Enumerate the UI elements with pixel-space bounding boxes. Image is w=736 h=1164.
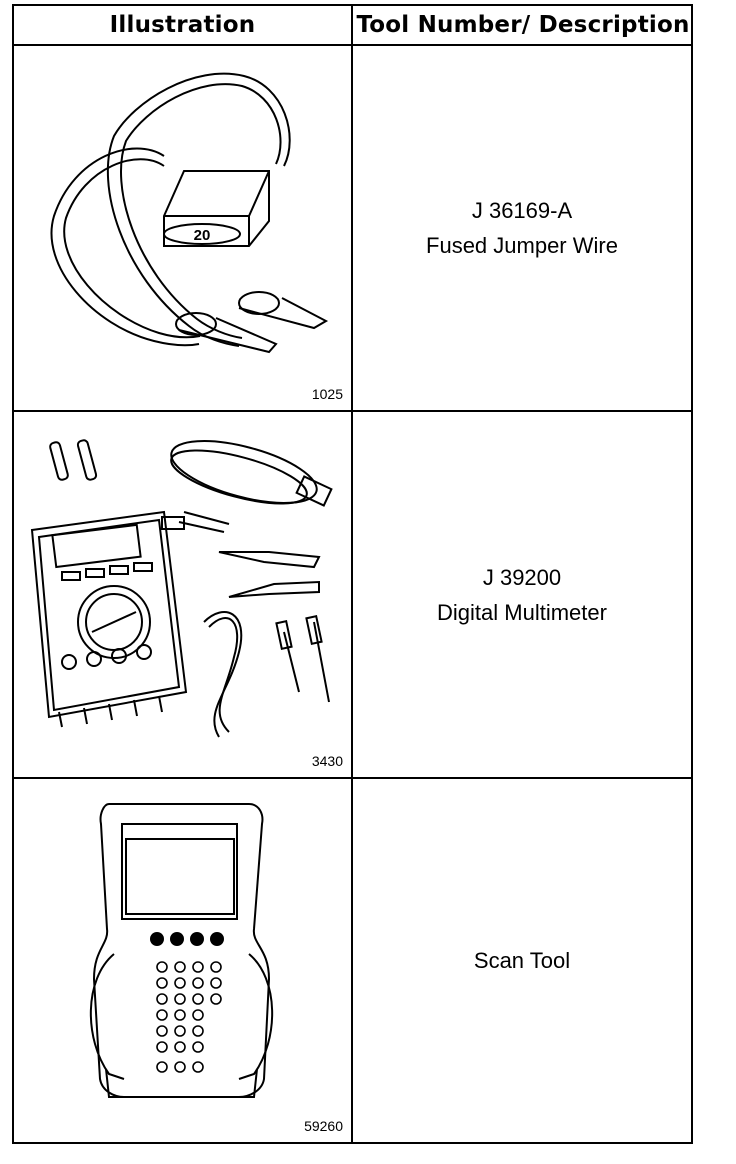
header-illustration: Illustration [109, 12, 256, 38]
figure-number: 1025 [311, 386, 343, 402]
fuse-rating-label: 20 [194, 227, 211, 244]
fused-jumper-wire-drawing: 20 [50, 72, 329, 354]
illustration-cell-scan-tool: 59260 [14, 779, 351, 1142]
tool-description: Digital Multimeter [437, 599, 607, 625]
tool-number: J 36169-A [471, 198, 573, 223]
tool-number: J 39200 [482, 564, 562, 590]
illustration-cell-multimeter: 3430 [14, 412, 351, 777]
description-cell-multimeter: J 39200 Digital Multimeter [353, 412, 691, 777]
row-divider [14, 777, 691, 779]
tool-description: Fused Jumper Wire [426, 233, 618, 258]
header-tool-number-description: Tool Number/ Description [356, 12, 690, 38]
column-divider [351, 6, 353, 1142]
figure-number: 59260 [304, 1118, 343, 1134]
description-cell-jumper-wire: J 36169-A Fused Jumper Wire [353, 46, 691, 410]
header-divider [14, 44, 691, 46]
description-cell-scan-tool: Scan Tool [353, 779, 691, 1142]
tool-description: Scan Tool [473, 948, 571, 973]
figure-number: 3430 [311, 753, 343, 769]
row-divider [14, 410, 691, 412]
tool-table: Illustration Tool Number/ Description [12, 4, 693, 1144]
illustration-cell-jumper-wire: 20 1025 [14, 46, 351, 410]
digital-multimeter-kit-drawing [30, 439, 333, 738]
scan-tool-drawing [89, 803, 274, 1098]
